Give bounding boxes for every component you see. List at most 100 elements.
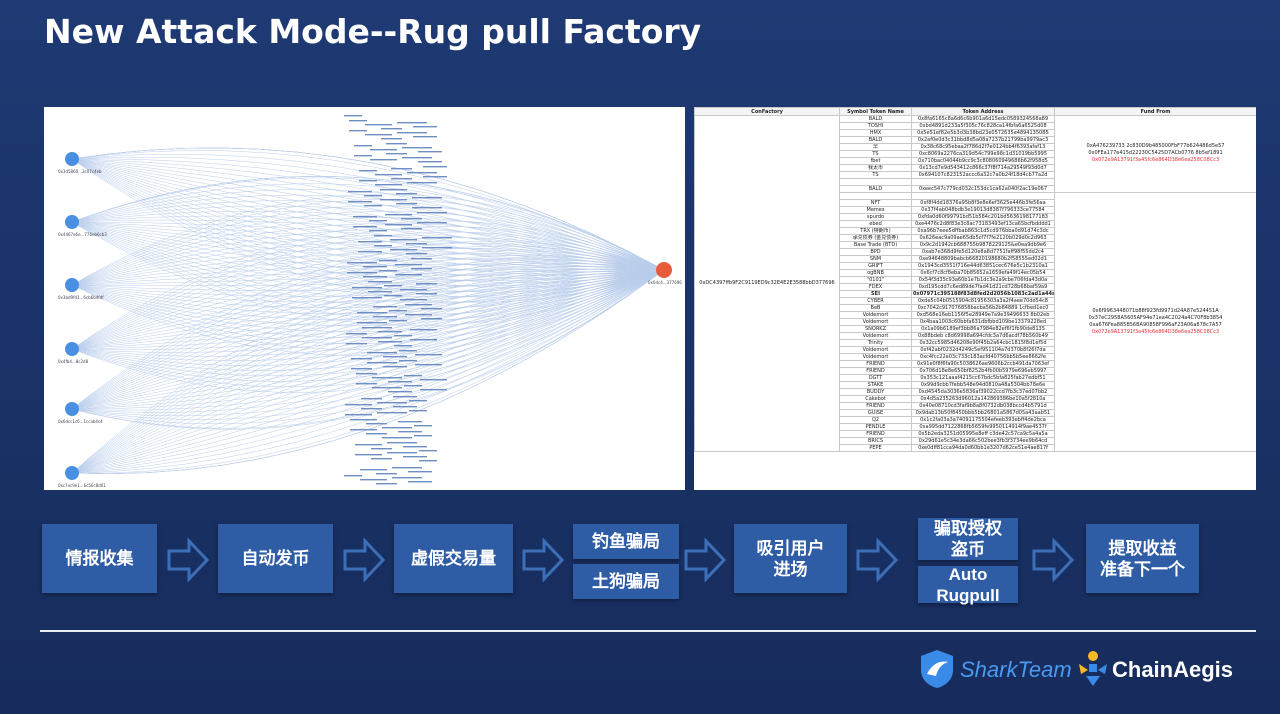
edge-label-mark bbox=[403, 456, 427, 458]
address-node[interactable] bbox=[65, 402, 79, 416]
edge-label-mark bbox=[406, 243, 427, 245]
transfer-edge bbox=[71, 269, 665, 410]
token-address-cell: 0x91e0f8f6fa90c5038626ae9606b2ccb491da70… bbox=[911, 359, 1055, 368]
edge-label-mark bbox=[347, 262, 377, 264]
token-address-cell: 0xde5c04b0515904c81956303a3a2f4aee70dd54… bbox=[911, 296, 1055, 305]
footer-divider bbox=[40, 630, 1256, 632]
flow-step-attract-users: 吸引用户 进场 bbox=[734, 524, 847, 593]
edge-label-mark bbox=[409, 400, 427, 402]
address-node-label: 0x4467e6e...776eb6cb3 bbox=[58, 232, 107, 237]
edge-label-mark bbox=[414, 435, 432, 437]
edge-label-mark bbox=[369, 220, 387, 222]
edge-label-mark bbox=[383, 366, 407, 368]
edge-label-mark bbox=[355, 454, 382, 456]
factory-node[interactable] bbox=[656, 262, 672, 278]
edge-label-mark bbox=[399, 360, 417, 362]
symbol-cell: SNORKZ bbox=[839, 324, 912, 333]
symbol-cell: Voldemort bbox=[839, 345, 912, 354]
transfer-edge bbox=[71, 269, 665, 474]
transfer-edge bbox=[71, 269, 665, 410]
edge-label-mark bbox=[362, 327, 392, 329]
edge-label-mark bbox=[371, 458, 392, 460]
edge-label-mark bbox=[384, 295, 402, 297]
edge-label-mark bbox=[375, 184, 402, 186]
edge-label-mark bbox=[385, 214, 412, 216]
arrow-right-icon bbox=[856, 538, 898, 582]
table-header-row: ConFactory Symbol Token Name Token Addre… bbox=[694, 107, 1256, 116]
edge-label-mark bbox=[357, 322, 387, 324]
transfer-edge bbox=[71, 269, 665, 410]
token-table-panel: ConFactory Symbol Token Name Token Addre… bbox=[694, 107, 1256, 490]
symbol-cell: Q2 bbox=[839, 415, 912, 424]
transfer-edge bbox=[71, 199, 665, 286]
transfer-edge bbox=[71, 193, 665, 286]
token-address-cell: 0x4d5a235263d96012a142869386be10a5f2810a bbox=[911, 394, 1055, 403]
symbol-cell: GUISE bbox=[839, 408, 912, 417]
token-address-cell: 0xd195cdd7c6ed89de7fad41d21cd728b68baf59… bbox=[911, 282, 1055, 291]
token-address-cell: 0x38c68c95ebaa2f786d2f7e0124bb4f6393afaf… bbox=[911, 143, 1055, 151]
token-address-cell: 0xf8f4dd18376a95b8f3e8e6ef3625e446b3fe56… bbox=[911, 198, 1055, 207]
symbol-cell: BALD bbox=[839, 115, 912, 123]
symbol-cell: Voldemort bbox=[839, 352, 912, 361]
edge-label-mark bbox=[344, 115, 362, 117]
transfer-edge bbox=[71, 221, 665, 327]
edge-label-mark bbox=[360, 479, 387, 481]
edge-label-mark bbox=[414, 425, 432, 427]
arrow-right-icon bbox=[522, 538, 564, 582]
transfer-edge bbox=[71, 250, 665, 410]
edge-label-mark bbox=[358, 251, 382, 253]
symbol-cell: BPD bbox=[839, 247, 912, 256]
flow-step-label-line1: 骗取授权 bbox=[934, 519, 1002, 538]
symbol-cell: BeB bbox=[839, 303, 912, 312]
transfer-edge bbox=[71, 231, 665, 350]
edge-label-mark bbox=[366, 433, 387, 435]
transfer-edge bbox=[71, 158, 665, 303]
transfer-edge bbox=[71, 176, 665, 271]
flow-step-label: 虚假交易量 bbox=[411, 549, 496, 568]
edge-label-mark bbox=[407, 172, 437, 174]
token-address-cell: 0x4baa1003c60bbfa631dbfbbd109be13379228e… bbox=[911, 317, 1055, 326]
address-node[interactable] bbox=[65, 342, 79, 356]
token-address-cell: 0xab7e368d9fe5d120e8a8d7751faff98f55dd2c… bbox=[911, 247, 1055, 256]
edge-label-mark bbox=[353, 216, 377, 218]
token-address-cell: 0xfda0d60f99791bd51b584c201bd56361981771… bbox=[911, 212, 1055, 221]
address-node[interactable] bbox=[65, 278, 79, 292]
flow-step-label-line1: Auto bbox=[948, 564, 988, 584]
edge-label-mark bbox=[365, 124, 392, 126]
edge-label-mark bbox=[420, 379, 447, 381]
token-address-cell: 0xa96b7eee5dffbab863c1d5cd976bba0d91d74c… bbox=[911, 226, 1055, 235]
transfer-edge bbox=[71, 269, 665, 474]
symbol-cell: BALD bbox=[839, 184, 912, 193]
symbol-cell: STAKE bbox=[839, 380, 912, 389]
header-fund-from: Fund From bbox=[1054, 107, 1256, 116]
symbol-cell: SEI bbox=[839, 289, 912, 298]
edge-label-mark bbox=[369, 230, 387, 232]
address-node[interactable] bbox=[65, 152, 79, 166]
edge-label-mark bbox=[367, 362, 397, 364]
edge-label-mark bbox=[386, 153, 407, 155]
address-node-label: 0x4fb4...8c2d8 bbox=[58, 359, 89, 364]
edge-label-mark bbox=[388, 391, 412, 393]
address-node[interactable] bbox=[65, 215, 79, 229]
symbol-cell: spurdo bbox=[839, 212, 912, 221]
edge-label-mark bbox=[390, 239, 417, 241]
edge-label-mark bbox=[411, 268, 432, 270]
transfer-edge bbox=[71, 266, 665, 474]
token-address-cell: 0xc4fcc22e03c733c183acfd40756bb5b5ee8662… bbox=[911, 352, 1055, 361]
symbol-cell: Trinity bbox=[839, 338, 912, 347]
fund-from-cell: 0x6f9963448071b88f923fd9971d24A87e524451… bbox=[1054, 191, 1256, 452]
transfer-edge bbox=[71, 269, 665, 474]
symbol-cell: TRX (特朗币) bbox=[839, 226, 912, 235]
transfer-edge bbox=[71, 269, 665, 474]
edge-label-mark bbox=[376, 483, 397, 485]
flow-step-auto-rugpull: Auto Rugpull bbox=[918, 564, 1018, 605]
symbol-cell: FRIEND bbox=[839, 366, 912, 375]
edge-label-mark bbox=[371, 448, 392, 450]
transfer-edge bbox=[71, 221, 665, 321]
address-node[interactable] bbox=[65, 466, 79, 480]
flow-step-meme-scam: 土狗骗局 bbox=[573, 564, 679, 599]
symbol-cell: 承兑债券 (金兑债券) bbox=[839, 233, 912, 242]
symbol-cell: BUDDY bbox=[839, 387, 912, 396]
edge-label-mark bbox=[377, 402, 407, 404]
